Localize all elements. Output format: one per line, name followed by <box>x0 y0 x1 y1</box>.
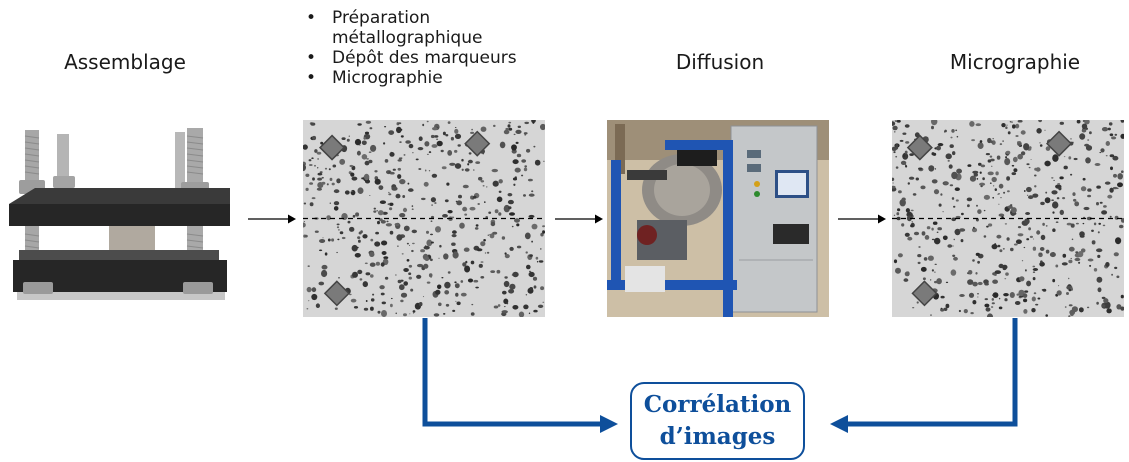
result-line-1: Corrélation <box>643 391 792 418</box>
right-arrow-icon <box>838 214 886 224</box>
right-arrow-icon <box>555 214 603 224</box>
connector-from-reference-image <box>422 318 602 427</box>
preparation-steps-list: Préparation métallographique Dépôt des m… <box>302 8 562 88</box>
step-text: Préparation métallographique <box>332 8 483 48</box>
speckle-micrograph-image <box>892 120 1124 317</box>
result-line-2: d’images <box>659 423 776 450</box>
right-arrow-icon <box>248 214 296 224</box>
step-item: Préparation métallographique <box>302 8 562 48</box>
assembly-clamp-photo <box>5 122 233 310</box>
connector-from-deformed-image <box>846 318 1018 427</box>
step-item: Micrographie <box>302 68 562 88</box>
assembly-title: Assemblage <box>64 50 186 74</box>
arrow-head-left <box>600 415 618 433</box>
image-correlation-box: Corrélation d’images <box>630 382 805 460</box>
speckle-micrograph-image <box>303 120 545 317</box>
arrow-head-right <box>830 415 848 433</box>
step-text: Micrographie <box>332 68 443 88</box>
step-text: Dépôt des marqueurs <box>332 48 517 68</box>
diffusion-title: Diffusion <box>675 50 765 74</box>
step-item: Dépôt des marqueurs <box>302 48 562 68</box>
diffusion-furnace-photo <box>607 120 829 317</box>
micrography-title: Micrographie <box>949 50 1081 74</box>
